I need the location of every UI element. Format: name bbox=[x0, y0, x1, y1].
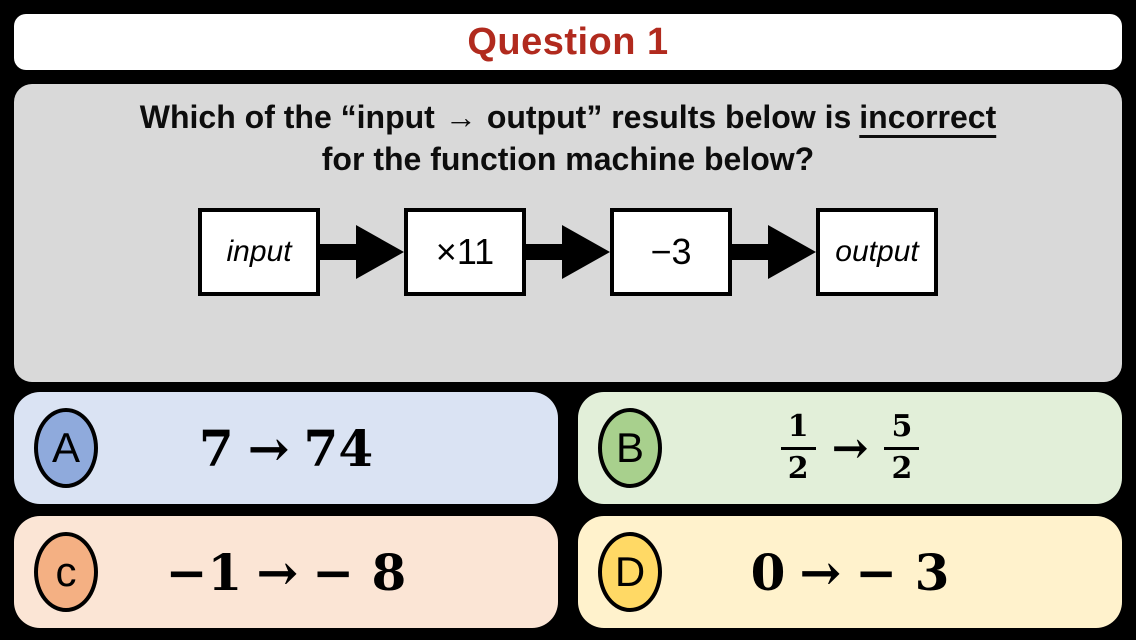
answer-letter: D bbox=[614, 548, 646, 595]
question-text: Which of the “input→output” results belo… bbox=[14, 96, 1122, 180]
answer-input-value: −1 bbox=[165, 542, 243, 602]
machine-box-input: input bbox=[198, 208, 320, 297]
answer-mapping-text: −1 → − 8 bbox=[166, 543, 407, 602]
answer-input-fraction: 1 2 bbox=[780, 409, 816, 486]
answer-mapping-text: 1 2 → 5 2 bbox=[780, 409, 920, 486]
answer-output-value: − 3 bbox=[855, 542, 950, 602]
answer-mapping-text: 0 → − 3 bbox=[751, 543, 950, 602]
arrow-tail bbox=[732, 244, 768, 261]
question-text-line2: for the function machine below? bbox=[321, 141, 815, 178]
right-arrow-icon: → bbox=[256, 542, 299, 602]
question-header-bar: Question 1 bbox=[14, 14, 1122, 70]
answer-output-fraction: 5 2 bbox=[884, 409, 920, 486]
question-text-before-arrow: Which of the “input bbox=[139, 99, 435, 135]
question-text-after-arrow: output” results below is bbox=[486, 99, 852, 135]
arrow-tail bbox=[526, 244, 562, 261]
arrow-right-icon bbox=[320, 225, 404, 280]
answer-mapping-text: 7 → 74 bbox=[199, 419, 373, 478]
arrow-tail bbox=[320, 244, 356, 261]
answer-letter: A bbox=[51, 424, 80, 471]
arrow-head bbox=[356, 225, 404, 280]
answer-option-b[interactable]: B 1 2 → 5 2 bbox=[578, 392, 1122, 504]
answer-letter: c bbox=[55, 548, 77, 595]
answer-option-d[interactable]: D 0 → − 3 bbox=[578, 516, 1122, 628]
answer-letter-badge-d: D bbox=[598, 532, 662, 612]
fraction-denominator: 2 bbox=[891, 450, 913, 486]
arrow-right-icon bbox=[732, 225, 816, 280]
function-machine-diagram: input ×11 −3 output bbox=[14, 208, 1122, 297]
answer-options-grid: A 7 → 74 B 1 2 → 5 2 c −1 → bbox=[14, 392, 1122, 628]
right-arrow-icon: → bbox=[799, 542, 842, 602]
answer-letter-badge-b: B bbox=[598, 408, 662, 488]
answer-letter: B bbox=[615, 424, 644, 471]
machine-box-minus-3: −3 bbox=[610, 208, 732, 297]
question-number-title: Question 1 bbox=[467, 20, 669, 63]
machine-box-multiply-11: ×11 bbox=[404, 208, 526, 297]
answer-letter-badge-a: A bbox=[34, 408, 98, 488]
answer-letter-badge-c: c bbox=[34, 532, 98, 612]
arrow-right-icon bbox=[526, 225, 610, 280]
right-arrow-icon: → bbox=[247, 418, 290, 478]
fraction-numerator: 5 bbox=[884, 409, 920, 450]
arrow-head bbox=[562, 225, 610, 280]
answer-option-a[interactable]: A 7 → 74 bbox=[14, 392, 558, 504]
underlined-word: incorrect bbox=[859, 99, 997, 135]
answer-input-value: 0 bbox=[750, 542, 786, 602]
fraction-numerator: 1 bbox=[780, 409, 816, 450]
question-box: Which of the “input→output” results belo… bbox=[14, 84, 1122, 382]
right-arrow-icon: → bbox=[444, 99, 477, 135]
answer-output-value: 74 bbox=[303, 418, 374, 478]
answer-option-c[interactable]: c −1 → − 8 bbox=[14, 516, 558, 628]
machine-box-output: output bbox=[816, 208, 938, 297]
answer-input-value: 7 bbox=[198, 418, 234, 478]
answer-output-value: − 8 bbox=[312, 542, 407, 602]
arrow-head bbox=[768, 225, 816, 280]
right-arrow-icon: → bbox=[831, 422, 869, 474]
fraction-denominator: 2 bbox=[787, 450, 809, 486]
